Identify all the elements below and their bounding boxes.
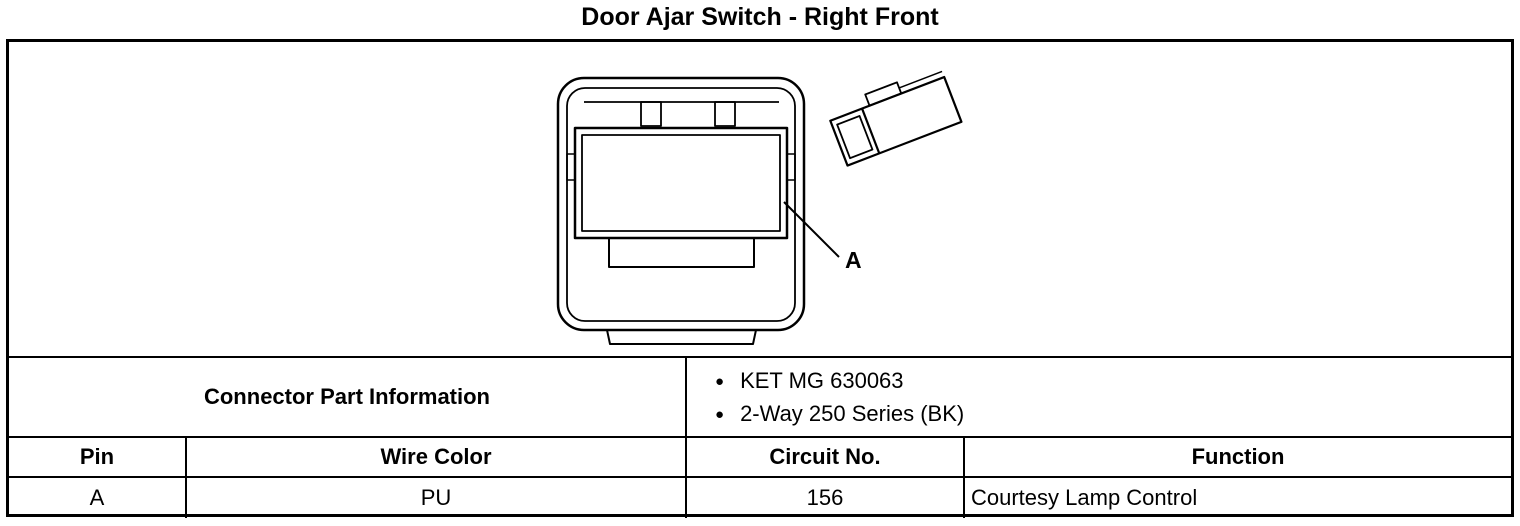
latch-slot-right (714, 101, 736, 127)
pin-value: A (9, 476, 185, 518)
bottom-tab (606, 329, 757, 345)
function-value: Courtesy Lamp Control (963, 476, 1511, 518)
part-info-item-text: KET MG 630063 (740, 367, 904, 393)
part-info-item-text: 2-Way 250 Series (BK) (740, 400, 965, 426)
connector-diagram: A (9, 42, 1511, 358)
side-notch-left (566, 153, 576, 181)
connector-part-information-values: ● KET MG 630063 ● 2-Way 250 Series (BK) (685, 358, 1511, 436)
callout-leader-line (783, 201, 840, 258)
bullet-icon: ● (715, 373, 725, 390)
connector-part-information-label: Connector Part Information (203, 384, 490, 409)
cavity-inner (581, 134, 781, 232)
callout-label: A (845, 247, 862, 273)
wire-color-value: PU (185, 476, 685, 518)
connector-diagram-svg: A (556, 70, 963, 345)
latch-slot-left (640, 101, 662, 127)
content-frame: A Connector Part Information ● KET MG 63… (6, 39, 1514, 518)
column-header-function: Function (963, 436, 1511, 476)
column-header-circuit-no: Circuit No. (685, 436, 963, 476)
connector-body-inner-outline (566, 87, 796, 322)
lower-step (608, 238, 755, 268)
connector-table: Connector Part Information ● KET MG 6300… (9, 358, 1511, 518)
part-info-item: ● KET MG 630063 (715, 368, 904, 394)
column-header-wire-color: Wire Color (185, 436, 685, 476)
page-title: Door Ajar Switch - Right Front (581, 3, 939, 31)
part-info-item: ● 2-Way 250 Series (BK) (715, 401, 964, 427)
column-header-pin: Pin (9, 436, 185, 476)
side-notch-right (786, 153, 796, 181)
connector-body-outline (556, 76, 806, 332)
bullet-icon: ● (715, 406, 725, 423)
circuit-no-value: 156 (685, 476, 963, 518)
isometric-connector-view (829, 70, 963, 167)
cavity-outer (573, 126, 789, 240)
